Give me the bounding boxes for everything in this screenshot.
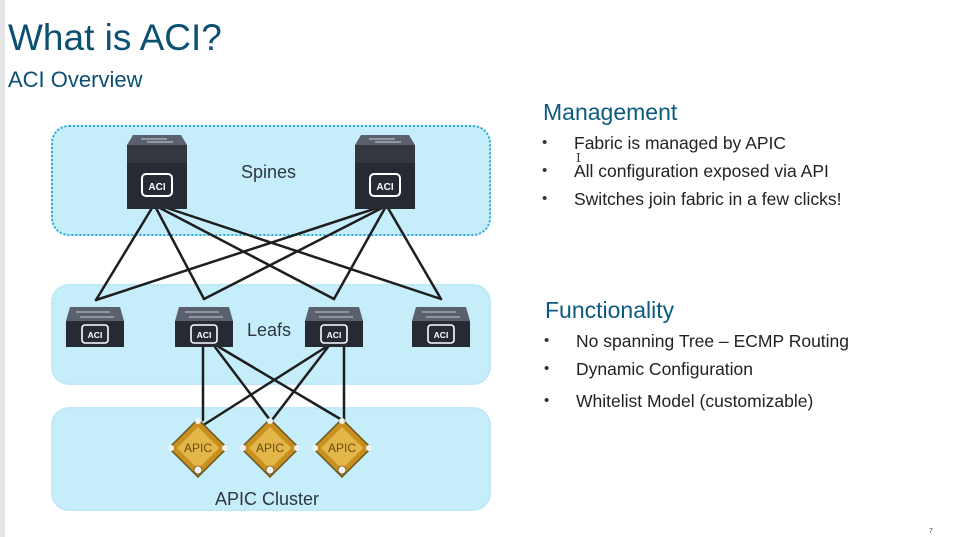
aci-badge-icon: ACI bbox=[148, 182, 165, 193]
aci-badge-icon: ACI bbox=[327, 330, 342, 340]
spine-zone bbox=[51, 125, 491, 236]
apic-controller-1[interactable]: APIC bbox=[167, 417, 229, 479]
link-spine1-leaf3 bbox=[158, 206, 336, 301]
management-item: Fabric is managed by APIC bbox=[542, 129, 841, 157]
functionality-item: Dynamic Configuration bbox=[544, 355, 849, 383]
management-item: Switches join fabric in a few clicks! bbox=[542, 185, 841, 213]
clock-icon bbox=[337, 465, 347, 475]
leafs-label: Leafs bbox=[247, 320, 292, 340]
management-list: Fabric is managed by APIC All configurat… bbox=[542, 129, 841, 213]
apic-label: APIC bbox=[256, 441, 284, 455]
leaf-switch-2[interactable]: ACI bbox=[175, 307, 233, 347]
link-spine1-leaf2 bbox=[154, 206, 206, 301]
aci-badge-icon: ACI bbox=[197, 330, 212, 340]
spine-switch-1[interactable]: ACI bbox=[127, 135, 187, 209]
link-leaf2-apic2 bbox=[213, 345, 272, 422]
functionality-item: Whitelist Model (customizable) bbox=[544, 387, 849, 415]
apic-label: APIC bbox=[328, 441, 356, 455]
aci-badge-icon: ACI bbox=[376, 182, 393, 193]
management-heading: Management bbox=[543, 99, 678, 125]
link-leaf3-apic1 bbox=[203, 345, 328, 426]
page-number: 7 bbox=[929, 528, 933, 535]
text-cursor-icon: I bbox=[576, 151, 581, 165]
link-spine2-leaf4 bbox=[386, 206, 443, 301]
apic-controller-2[interactable]: APIC bbox=[239, 417, 301, 479]
functionality-list: No spanning Tree – ECMP Routing Dynamic … bbox=[544, 327, 849, 415]
leaf-switch-3[interactable]: ACI bbox=[305, 307, 363, 347]
functionality-heading: Functionality bbox=[545, 297, 675, 323]
leaf-switch-1[interactable]: ACI bbox=[66, 307, 124, 347]
left-border bbox=[0, 0, 5, 537]
slide-title: What is ACI? bbox=[8, 17, 222, 58]
link-spine2-leaf1 bbox=[94, 205, 382, 302]
clock-icon bbox=[193, 465, 203, 475]
leaf-switch-4[interactable]: ACI bbox=[412, 307, 470, 347]
aci-badge-icon: ACI bbox=[434, 330, 449, 340]
apic-controller-3[interactable]: APIC bbox=[311, 417, 373, 479]
clock-icon bbox=[265, 465, 275, 475]
apic-cluster-label: APIC Cluster bbox=[215, 489, 320, 509]
link-spine1-leaf1 bbox=[94, 206, 154, 302]
link-spine2-leaf3 bbox=[332, 206, 387, 301]
link-leaf3-apic2 bbox=[270, 345, 330, 422]
slide-subtitle: ACI Overview bbox=[8, 67, 143, 92]
functionality-item: No spanning Tree – ECMP Routing bbox=[544, 327, 849, 355]
spine-switch-2[interactable]: ACI bbox=[355, 135, 415, 209]
link-spine2-leaf2 bbox=[202, 206, 384, 301]
link-leaf2-apic3 bbox=[217, 345, 344, 422]
aci-badge-icon: ACI bbox=[88, 330, 103, 340]
management-item: All configuration exposed via API bbox=[542, 157, 841, 185]
apic-label: APIC bbox=[184, 441, 212, 455]
spines-label: Spines bbox=[241, 162, 297, 182]
link-spine1-leaf4 bbox=[162, 205, 443, 301]
